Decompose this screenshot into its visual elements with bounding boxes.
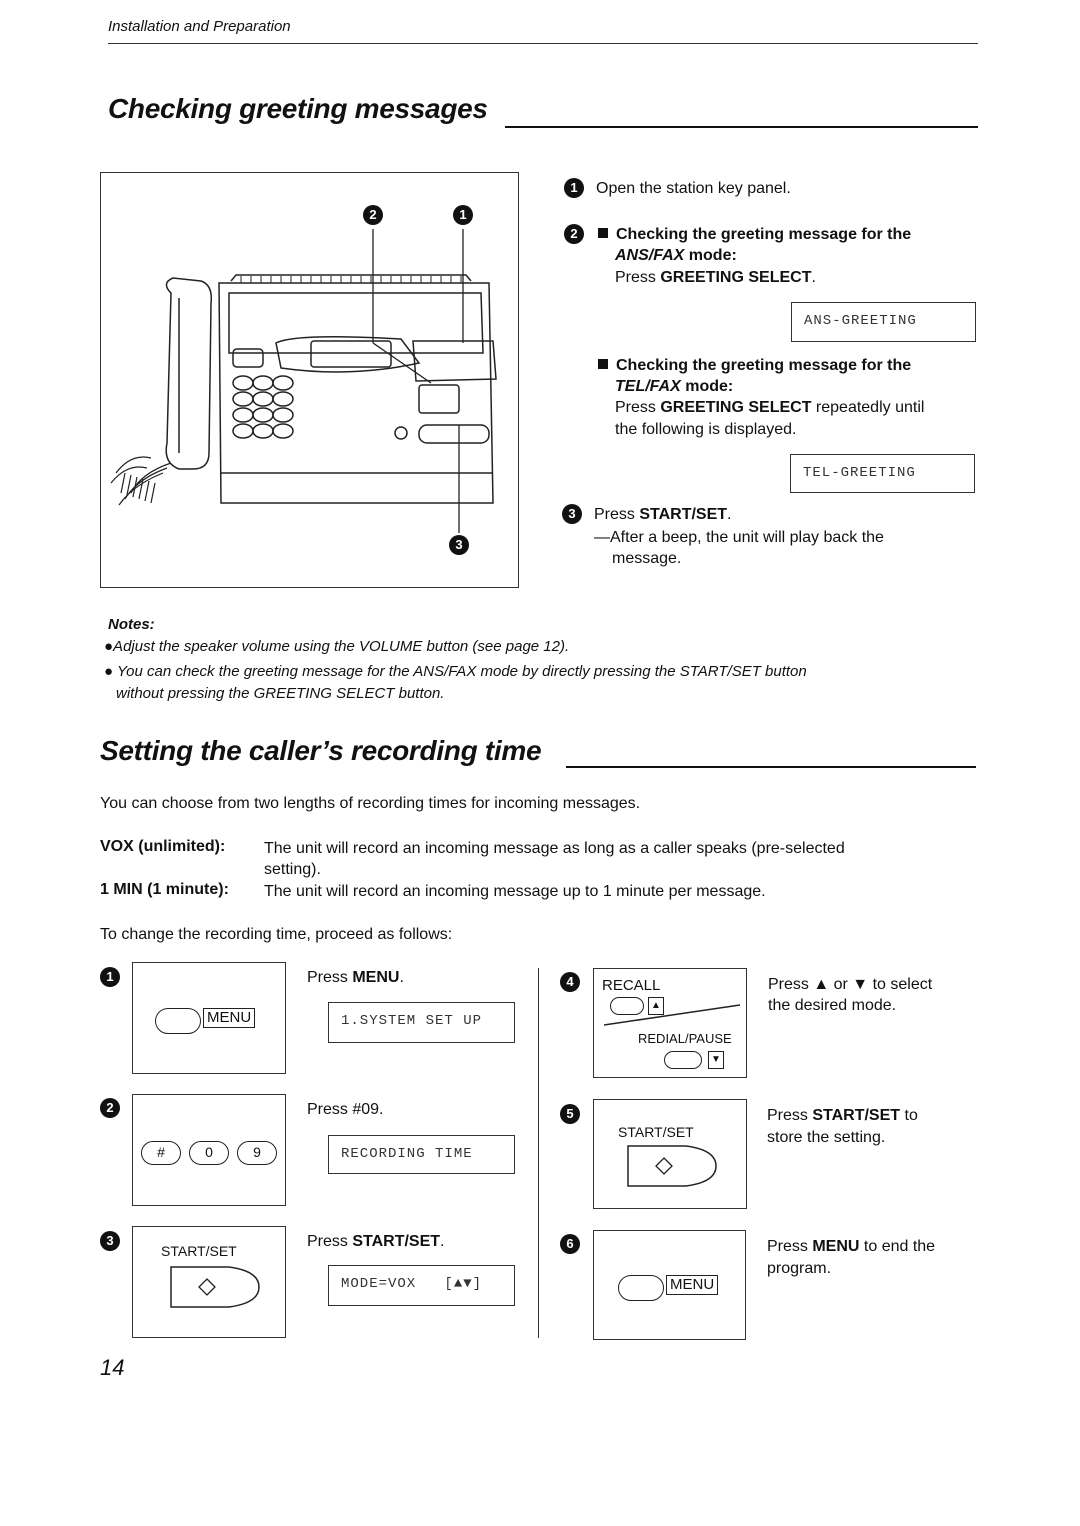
rec-step-1-text: Press MENU. xyxy=(307,969,404,986)
lcd-recording-time: RECORDING TIME xyxy=(328,1135,515,1174)
start-set-label-2: START/SET xyxy=(618,1124,694,1140)
rec-step-3-text: Press START/SET. xyxy=(307,1233,445,1250)
step-3-badge: 3 xyxy=(562,504,582,524)
recall-button[interactable] xyxy=(610,997,644,1015)
intro-text: You can choose from two lengths of recor… xyxy=(100,795,641,812)
def-term-1min: 1 MIN (1 minute): xyxy=(100,881,229,898)
rec-step-4-badge: 4 xyxy=(560,972,580,992)
rec-step-4-line1: Press ▲ or ▼ to select xyxy=(768,976,933,993)
title-rule-2 xyxy=(566,766,976,768)
title-rule xyxy=(505,126,978,128)
note-2: ● You can check the greeting message for… xyxy=(104,663,807,680)
step-2-heading: Checking the greeting message for the xyxy=(598,224,911,245)
section-title-greeting: Checking greeting messages xyxy=(108,93,488,124)
fax-machine-illustration xyxy=(110,229,497,533)
rec-step-6-line2: program. xyxy=(767,1260,832,1277)
menu-key-panel: MENU xyxy=(132,962,286,1074)
separator-slash xyxy=(603,1004,741,1026)
callout-3: 3 xyxy=(449,535,469,555)
start-set-panel: START/SET xyxy=(132,1226,286,1338)
menu-button-2[interactable] xyxy=(618,1275,664,1301)
section-title-recording-time: Setting the caller’s recording time xyxy=(100,735,542,766)
up-arrow-icon: ▲ xyxy=(648,997,664,1015)
step-3-line1: —After a beep, the unit will play back t… xyxy=(594,529,884,546)
rec-step-5-line2: store the setting. xyxy=(767,1129,886,1146)
step-2-instruction: Press GREETING SELECT. xyxy=(615,269,816,286)
rec-step-4-line2: the desired mode. xyxy=(768,997,897,1014)
start-set-button[interactable] xyxy=(169,1265,261,1309)
rec-step-1-badge: 1 xyxy=(100,967,120,987)
menu-key-panel-2: MENU xyxy=(593,1230,746,1340)
menu-button[interactable] xyxy=(155,1008,201,1034)
lcd-mode-vox: MODE=VOX [▲▼] xyxy=(328,1265,515,1306)
lcd-ans-greeting: ANS-GREETING xyxy=(791,302,976,342)
step-2b-mode: TEL/FAX mode: xyxy=(615,378,734,395)
rec-step-5-text: Press START/SET to xyxy=(767,1107,918,1124)
step-2b-heading: Checking the greeting message for the xyxy=(598,355,911,376)
start-set-panel-2: START/SET xyxy=(593,1099,747,1209)
recall-redial-panel: RECALL ▲ REDIAL/PAUSE ▼ xyxy=(593,968,747,1078)
note-2-cont: without pressing the GREETING SELECT but… xyxy=(116,685,445,702)
zero-key[interactable]: 0 xyxy=(189,1141,229,1165)
rec-step-3-badge: 3 xyxy=(100,1231,120,1251)
def-desc-vox: The unit will record an incoming message… xyxy=(264,840,845,857)
def-desc-vox-cont: setting). xyxy=(264,861,321,878)
down-arrow-icon: ▼ xyxy=(708,1051,724,1069)
step-2b-line2: the following is displayed. xyxy=(615,421,797,438)
step-3-instruction: Press START/SET. xyxy=(594,506,732,523)
keypad-panel: # 0 9 xyxy=(132,1094,286,1206)
step-2-mode: ANS/FAX mode: xyxy=(615,247,737,264)
fax-machine-figure: 2 1 3 xyxy=(100,172,519,588)
menu-key-label: MENU xyxy=(203,1008,256,1028)
callout-1: 1 xyxy=(453,205,473,225)
rec-step-6-badge: 6 xyxy=(560,1234,580,1254)
recall-label: RECALL xyxy=(602,977,661,994)
step-2b-instruction: Press GREETING SELECT repeatedly until xyxy=(615,399,925,416)
notes-label: Notes: xyxy=(108,616,155,633)
header-rule xyxy=(108,43,978,44)
redial-button[interactable] xyxy=(664,1051,702,1069)
rec-step-2-text: Press #09. xyxy=(307,1101,384,1118)
step-1-badge: 1 xyxy=(564,178,584,198)
rec-step-2-badge: 2 xyxy=(100,1098,120,1118)
start-set-button-2[interactable] xyxy=(626,1144,718,1188)
column-divider xyxy=(538,968,539,1338)
lcd-tel-greeting: TEL-GREETING xyxy=(790,454,975,493)
nine-key[interactable]: 9 xyxy=(237,1141,277,1165)
def-desc-1min: The unit will record an incoming message… xyxy=(264,883,766,900)
running-header: Installation and Preparation xyxy=(108,18,291,35)
step-3-line2: message. xyxy=(612,550,682,567)
step-1-text: Open the station key panel. xyxy=(596,180,791,197)
rec-step-5-badge: 5 xyxy=(560,1104,580,1124)
hash-key[interactable]: # xyxy=(141,1141,181,1165)
proceed-text: To change the recording time, proceed as… xyxy=(100,926,453,943)
page-number: 14 xyxy=(100,1355,125,1380)
redial-pause-label: REDIAL/PAUSE xyxy=(638,1031,732,1046)
lcd-system-setup: 1.SYSTEM SET UP xyxy=(328,1002,515,1043)
menu-key-label-2: MENU xyxy=(666,1275,719,1295)
step-2-badge: 2 xyxy=(564,224,584,244)
start-set-label: START/SET xyxy=(161,1243,237,1259)
callout-2: 2 xyxy=(363,205,383,225)
def-term-vox: VOX (unlimited): xyxy=(100,838,226,855)
rec-step-6-text: Press MENU to end the xyxy=(767,1238,936,1255)
note-1: ●Adjust the speaker volume using the VOL… xyxy=(104,638,570,655)
